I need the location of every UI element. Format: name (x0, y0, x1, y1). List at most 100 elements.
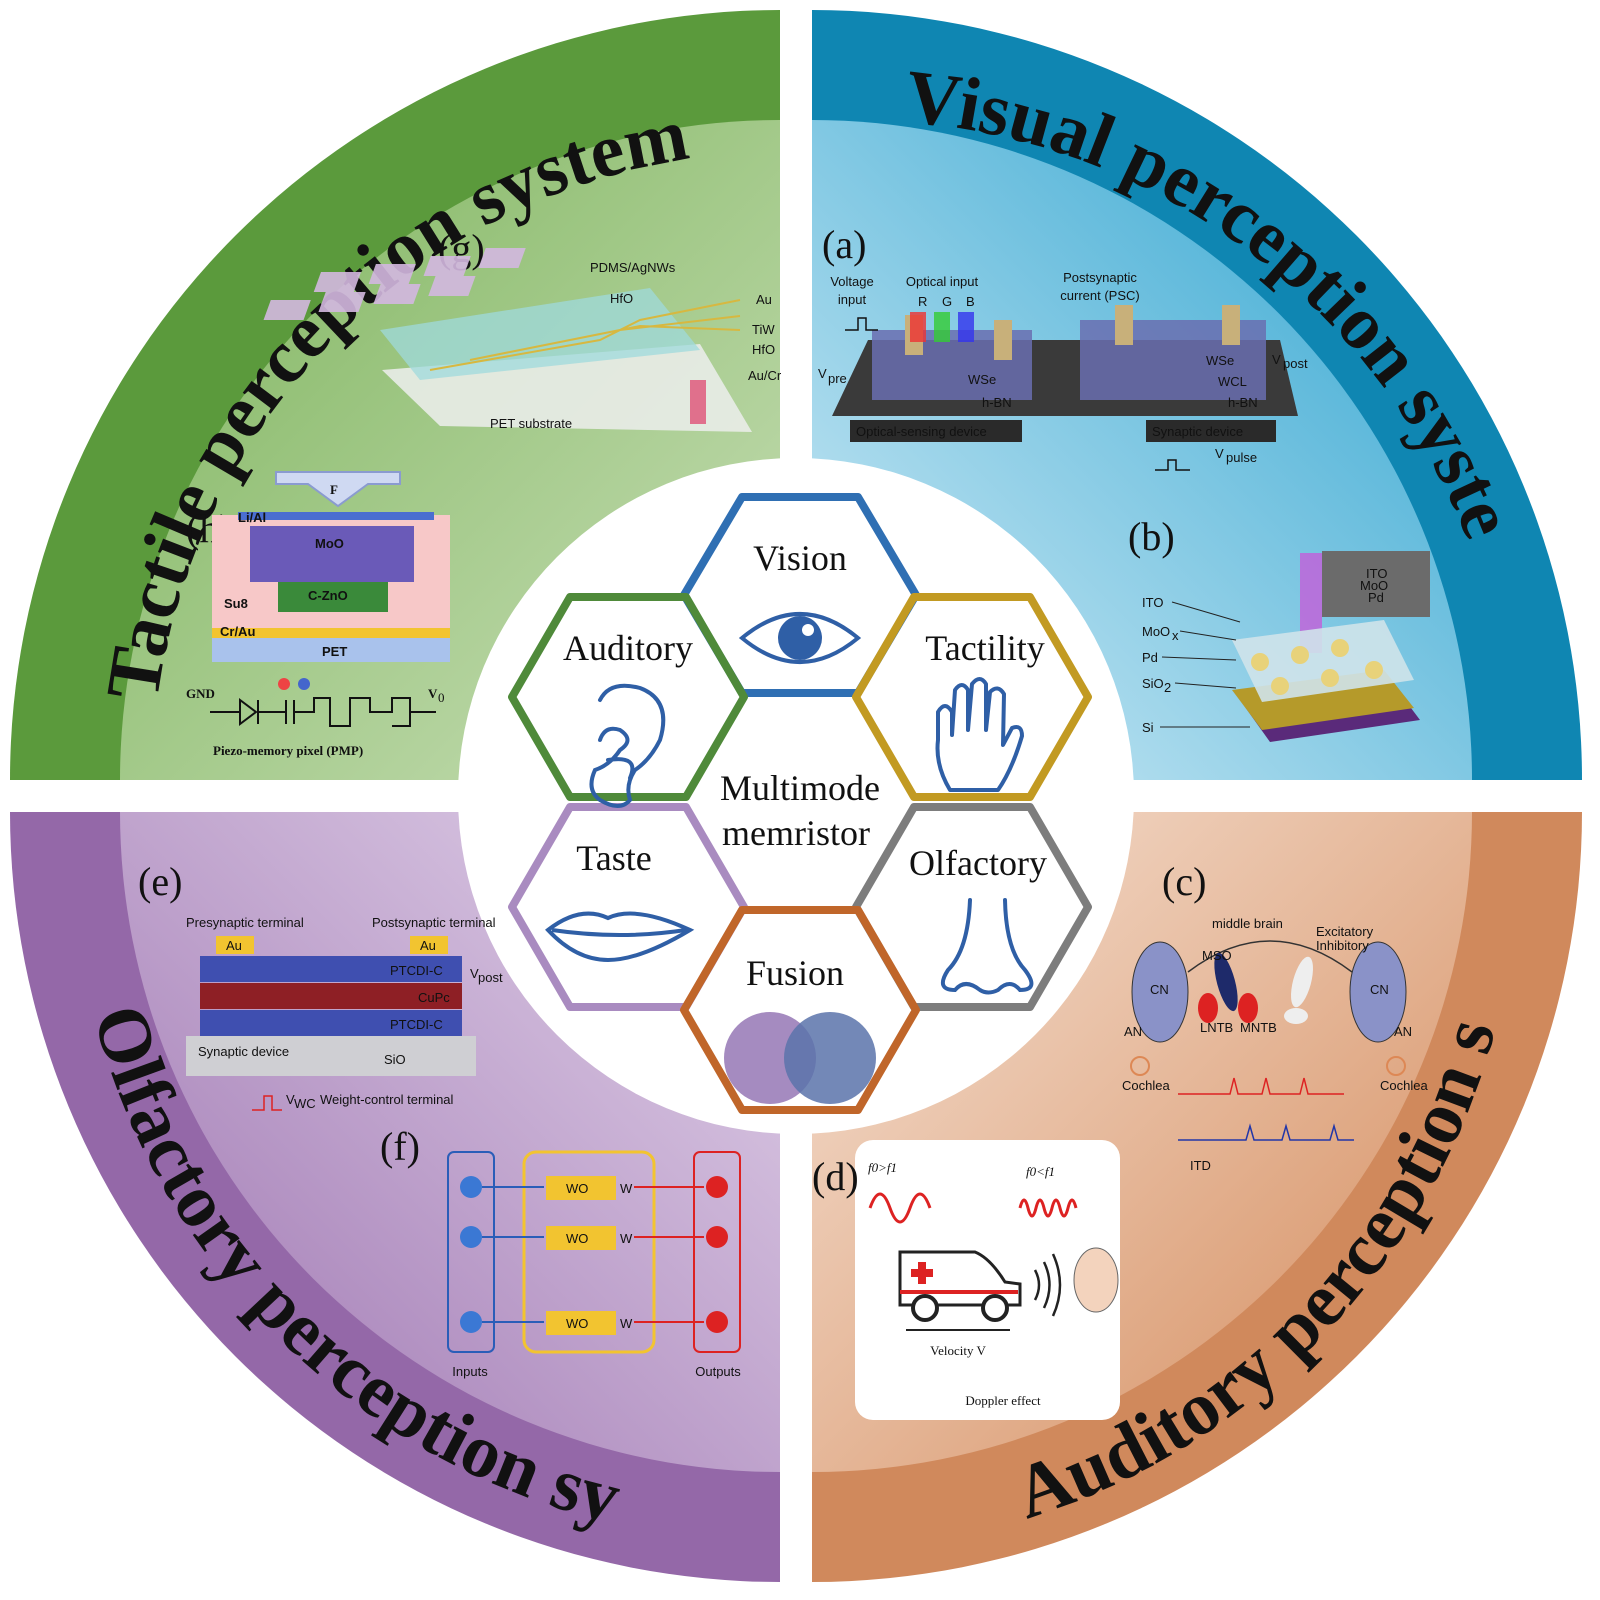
hex-olfactory-label: Olfactory (909, 843, 1047, 883)
c-cochlea-right (1386, 1056, 1406, 1076)
a-optical-sensing-bar (850, 420, 1022, 442)
center-line2: memristor (722, 813, 870, 853)
e-vpost-sub: post (478, 970, 503, 985)
g-pdms: PDMS/AgNWs (590, 260, 676, 275)
fusion-icon (724, 1012, 876, 1104)
f-outputs-box (693, 1151, 741, 1353)
b-sio2: SiO (1142, 676, 1164, 691)
h-force-arrow (275, 471, 401, 508)
e-au-right (410, 936, 448, 954)
c-cn-left (1131, 941, 1189, 1043)
a-wse2-right: WSe (1206, 353, 1234, 368)
a-vpost-sub: post (1283, 356, 1308, 371)
c-cn-left-label: CN (1150, 982, 1169, 997)
b-dot-4 (1271, 677, 1289, 695)
g-traces (429, 299, 741, 371)
a-synaptic-bar (1146, 420, 1276, 442)
eye-icon (738, 612, 862, 664)
panel-a-tag: (a) (822, 222, 866, 267)
d-listener-head (1073, 1247, 1119, 1313)
a-vpre-sub: pre (828, 371, 847, 386)
d-doppler: Doppler effect (965, 1393, 1041, 1408)
c-cochlea-left (1130, 1056, 1150, 1076)
hex-tactility-label: Tactility (925, 628, 1044, 668)
f-wo3-1: WO (566, 1181, 588, 1196)
c-cn-right-label: CN (1370, 982, 1389, 997)
d-f-right: f0<f1 (1026, 1164, 1055, 1179)
a-pulse-gate (1155, 459, 1190, 471)
a-wse2-left: WSe (968, 372, 996, 387)
c-inhibitory: Inhibitory (1316, 938, 1369, 953)
center-line1: Multimode (720, 768, 880, 808)
hex-fusion (680, 906, 920, 1114)
e-vpost: V (470, 966, 479, 981)
a-led-blue (958, 312, 974, 342)
e-presynaptic: Presynaptic terminal (186, 915, 304, 930)
a-postsynaptic: Postsynaptic (1063, 270, 1137, 285)
c-lntb (1198, 993, 1218, 1023)
a-vpre: V (818, 366, 827, 381)
c-mso (1214, 952, 1238, 1012)
e-cupc (200, 983, 462, 1009)
b-dot-2 (1291, 646, 1309, 664)
e-au-left (216, 936, 254, 954)
b-dot-6 (1365, 661, 1383, 679)
d-wave-left (868, 1192, 932, 1224)
g-au: Au (756, 292, 772, 307)
h-craau-bar (212, 628, 450, 638)
c-mntb (1238, 993, 1258, 1023)
a-synaptic: Synaptic device (1152, 424, 1243, 439)
a-optical-input: Optical input (906, 274, 979, 289)
b-light-beam (1300, 553, 1322, 653)
a-vpost: V (1272, 352, 1281, 367)
h-moo3-label: MoO (315, 536, 344, 551)
a-hbn-right: h-BN (1228, 395, 1258, 410)
h-pet: PET (322, 644, 347, 659)
b-sio2-sub: 2 (1164, 680, 1171, 695)
f-wo3-3: WO (566, 1316, 588, 1331)
a-optical-sensing: Optical-sensing device (856, 424, 987, 439)
c-brain-arc (1187, 940, 1353, 973)
e-ptcdi-bottom (200, 1010, 462, 1036)
f-inputs: Inputs (452, 1364, 488, 1379)
hex-vision-label: Vision (753, 538, 847, 578)
a-electrode-2 (994, 320, 1012, 360)
panel-c: (c) CN CN middle brain Excitatory Inhibi… (1122, 859, 1428, 1173)
h-lial: Li/Al (238, 510, 266, 525)
h-circuit (210, 697, 436, 727)
e-pulse (252, 1095, 282, 1111)
e-ptcdi-bottom-label: PTCDI-C (390, 1017, 443, 1032)
ear-icon (589, 683, 666, 808)
sound-waves-icon (1033, 1253, 1062, 1317)
b-inset (1322, 551, 1430, 617)
h-pmp: Piezo-memory pixel (PMP) (213, 743, 363, 758)
b-dot-5 (1321, 669, 1339, 687)
b-inset-ito: ITO (1366, 566, 1387, 581)
f-cell-3 (546, 1311, 616, 1335)
a-vpulse-sub: pulse (1226, 450, 1257, 465)
a-hbn-left: h-BN (982, 395, 1012, 410)
c-cochlea-left-label: Cochlea (1122, 1078, 1170, 1093)
f-wo3-2: WO (566, 1231, 588, 1246)
h-minus-icon (298, 678, 310, 690)
d-velocity: Velocity V (930, 1343, 986, 1358)
hex-tactility (852, 593, 1092, 801)
g-aucr-bar (690, 380, 706, 424)
a-voltage-input: Voltage (830, 274, 873, 289)
panel-e-tag: (e) (138, 859, 182, 904)
g-spacer (380, 288, 700, 380)
h-czno (278, 582, 388, 612)
f-w-2: W (620, 1231, 633, 1246)
a-r-label: R (918, 294, 927, 309)
panel-h: (h) F Li/Al MoO C-ZnO Su8 Cr/Au PET GND … (186, 471, 450, 758)
e-ptcdi-top-label: PTCDI-C (390, 963, 443, 978)
a-voltage-input-2: input (838, 292, 867, 307)
c-itd: ITD (1190, 1158, 1211, 1173)
b-moox-sub: x (1172, 628, 1179, 643)
h-moo3 (250, 526, 414, 582)
e-ptcdi-top (200, 956, 462, 982)
a-g-label: G (942, 294, 952, 309)
f-output-1 (706, 1176, 728, 1198)
panel-g: (g) PDMS/AgNWs HfO Au TiW HfO Au/Cr PET … (263, 226, 782, 432)
